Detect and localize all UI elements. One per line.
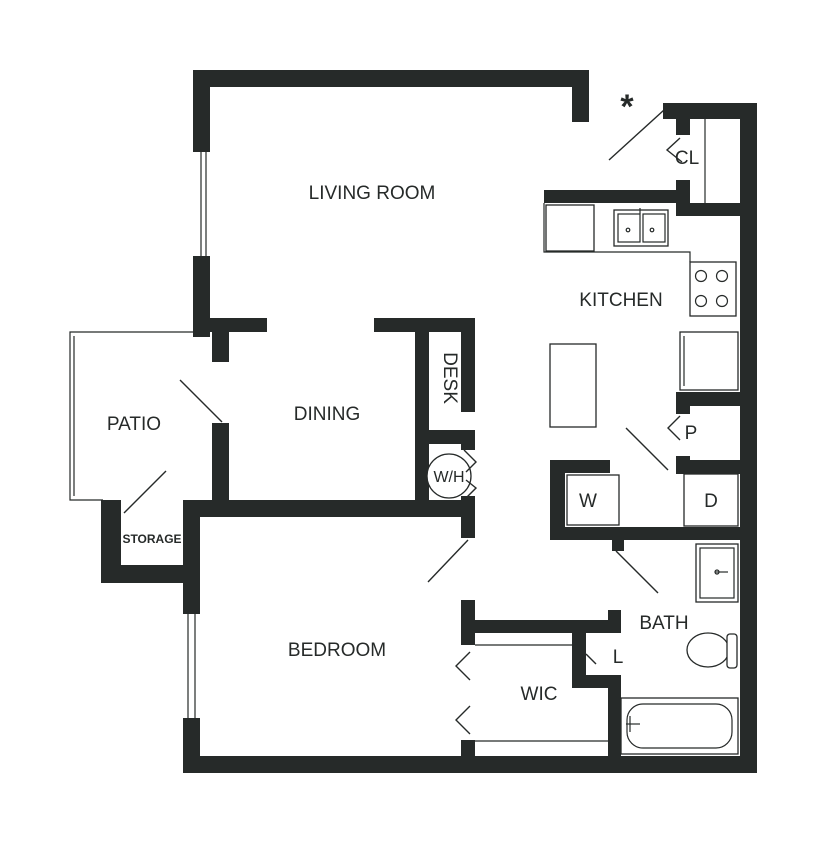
stove xyxy=(689,261,737,317)
entry-marker: * xyxy=(620,88,634,126)
wh-bifold-lower xyxy=(465,479,478,499)
wic-label: WIC xyxy=(521,684,558,705)
refrigerator xyxy=(679,331,739,391)
bedroom-label: BEDROOM xyxy=(288,640,386,661)
storage-walls xyxy=(101,500,200,583)
doors xyxy=(123,109,683,735)
closet-label: CL xyxy=(675,148,699,169)
dryer-label: D xyxy=(704,491,718,512)
toilet-bowl xyxy=(686,632,730,668)
patio-door-lower xyxy=(123,470,167,514)
patio-label: PATIO xyxy=(107,414,161,435)
wh-bifold-upper xyxy=(463,449,477,473)
dryer xyxy=(683,473,739,527)
kitchen-counter xyxy=(545,204,595,252)
washer xyxy=(566,474,620,526)
bath-vanity xyxy=(695,543,739,603)
desk-label: DESK xyxy=(439,352,460,404)
kitchen-fixtures xyxy=(543,203,739,428)
closet-bifold-door xyxy=(665,137,683,163)
patio-area xyxy=(69,331,193,501)
wic-bifold-lower xyxy=(455,705,471,735)
dining-label: DINING xyxy=(294,404,361,425)
storage-label: STORAGE xyxy=(122,532,181,546)
living-room-label: LIVING ROOM xyxy=(309,183,436,204)
kitchen-island xyxy=(549,343,597,428)
bath-fixtures xyxy=(620,543,739,755)
water-heater xyxy=(426,453,472,499)
interior-walls xyxy=(374,103,757,773)
bath-label: BATH xyxy=(639,613,688,634)
room-labels: LIVING ROOM KITCHEN DINING PATIO DESK ST… xyxy=(107,88,718,705)
laundry-fixtures xyxy=(426,453,739,527)
bedroom-door xyxy=(427,539,469,583)
laundry-door xyxy=(615,550,659,594)
toilet-tank xyxy=(726,633,738,669)
linen-door xyxy=(585,653,597,665)
pantry-label: P xyxy=(685,423,698,444)
kitchen-sink xyxy=(613,209,669,247)
kitchen-label: KITCHEN xyxy=(579,290,662,311)
wic-bifold-upper xyxy=(455,651,471,681)
linen-label: L xyxy=(613,647,624,668)
entry-door xyxy=(608,109,665,161)
patio-door-upper xyxy=(179,379,223,423)
pantry-door xyxy=(625,427,669,471)
pantry-bifold xyxy=(667,415,681,441)
windows xyxy=(187,152,207,718)
washer-label: W xyxy=(579,491,597,512)
closet-lines xyxy=(475,119,706,742)
bathtub xyxy=(620,697,739,755)
water-heater-label: W/H xyxy=(433,469,464,486)
exterior-walls xyxy=(183,70,757,773)
